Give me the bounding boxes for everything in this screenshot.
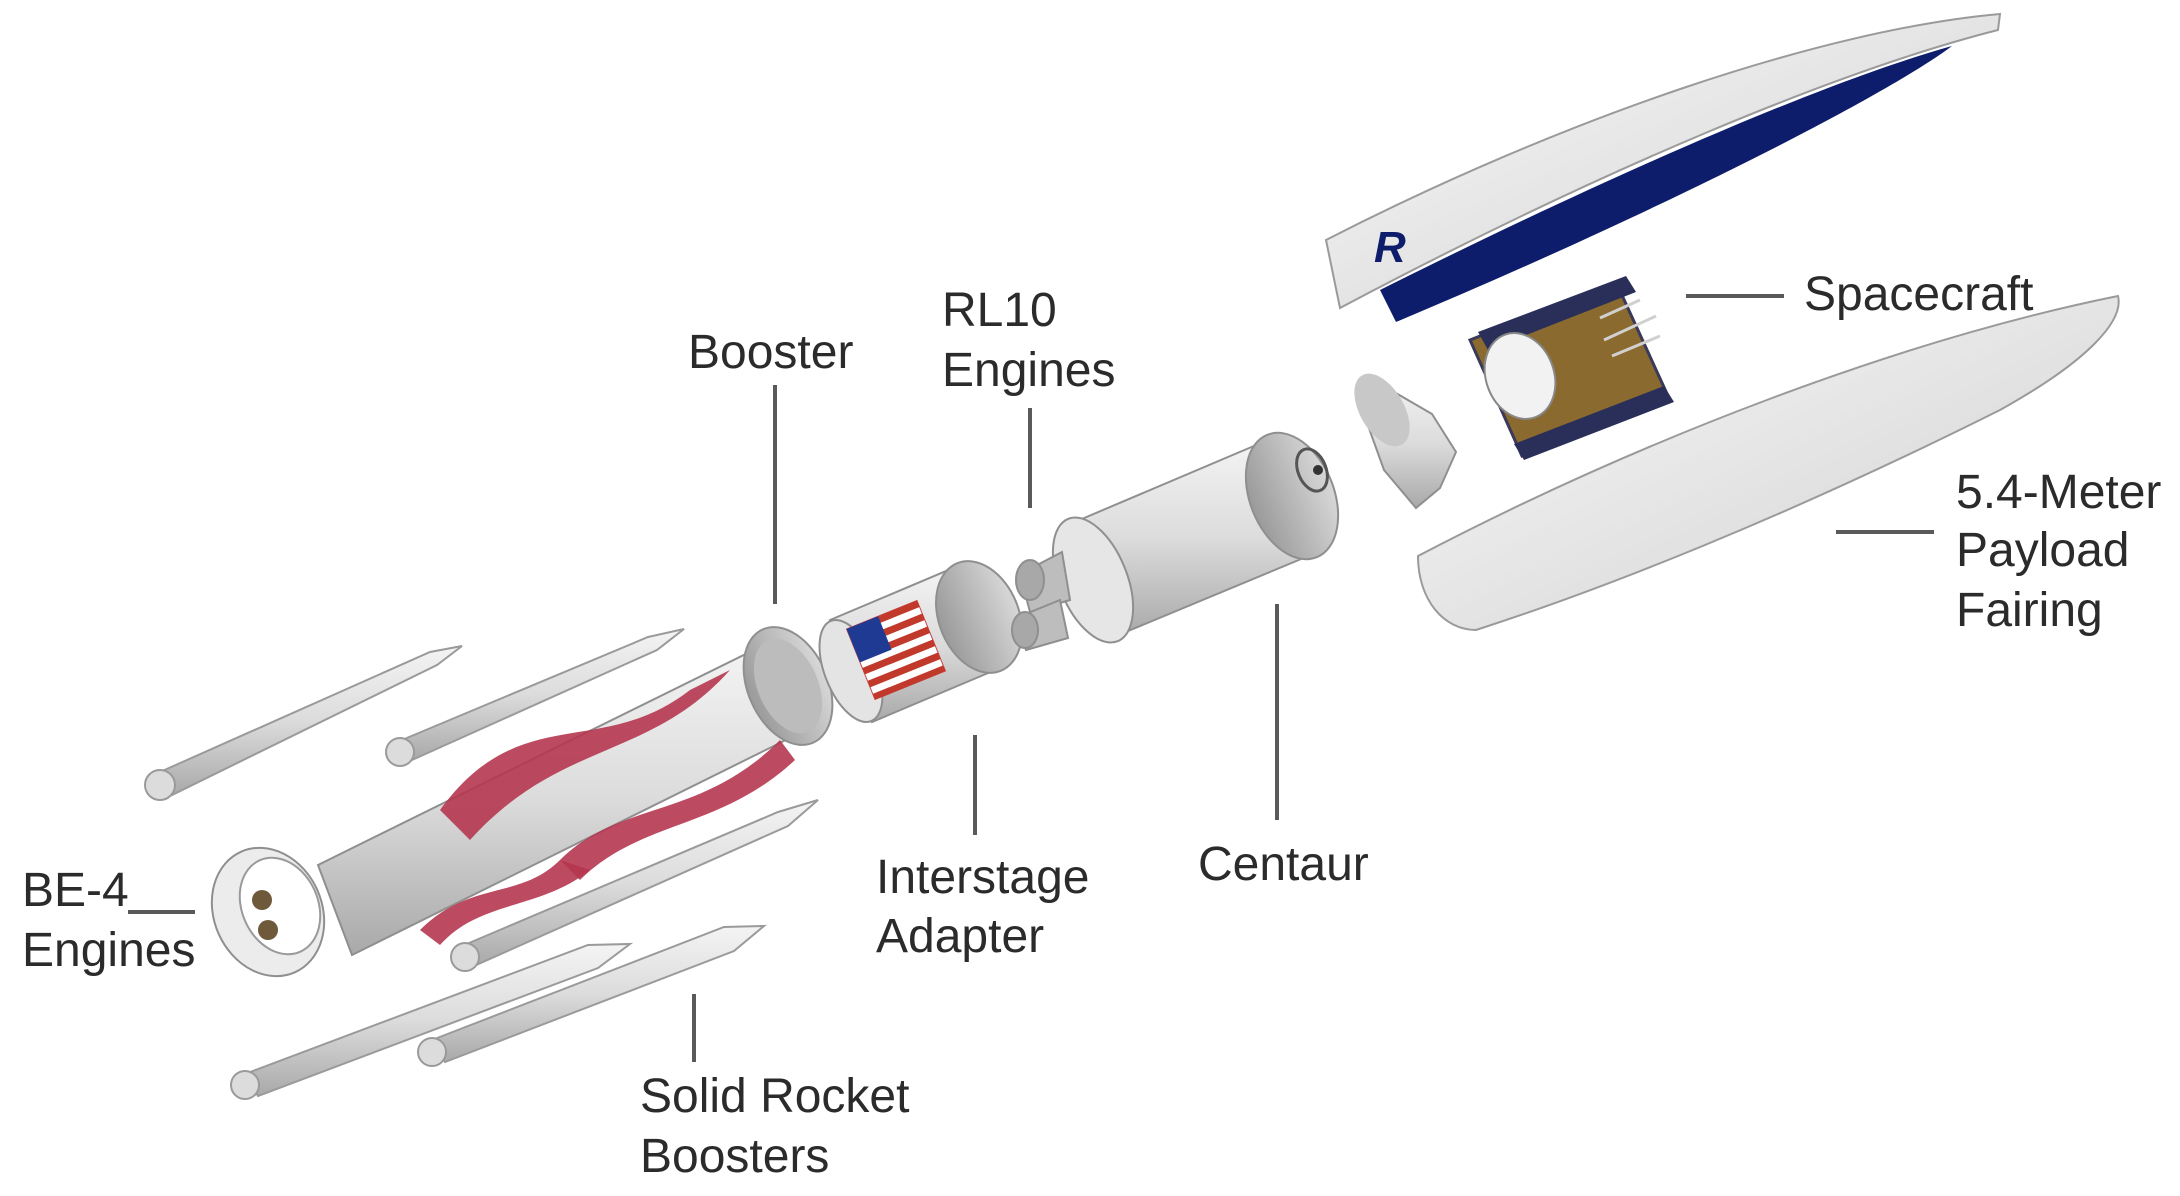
- rl10-engines: [1011, 550, 1072, 652]
- label-interstage-line2: Adapter: [876, 910, 1044, 963]
- label-spacecraft-line1: Spacecraft: [1804, 268, 2033, 321]
- us-flag-icon: [845, 599, 947, 701]
- logo-mark: R: [1374, 223, 1406, 272]
- solid-rocket-booster-lower-1: [450, 799, 819, 972]
- label-interstage-line1: Interstage: [876, 851, 1089, 904]
- fairing-lower-half: [1416, 294, 2120, 632]
- label-interstage-adapter: Interstage Adapter: [876, 851, 1089, 963]
- label-rl10-line2: Engines: [942, 344, 1115, 397]
- label-srb-line2: Boosters: [640, 1130, 829, 1183]
- fairing-upper-half: R: [1324, 12, 2002, 322]
- be4-engine-section: [210, 846, 326, 978]
- label-be4-line2: Engines: [22, 924, 195, 977]
- label-be4-engines: BE-4 Engines: [22, 864, 195, 977]
- label-centaur: Centaur: [1198, 838, 1369, 891]
- solid-rocket-booster-upper-left: [144, 645, 463, 801]
- centaur-stage: [1051, 431, 1340, 644]
- label-solid-rocket-boosters: Solid Rocket Boosters: [640, 1070, 909, 1183]
- label-centaur-line1: Centaur: [1198, 838, 1369, 891]
- booster-core: [316, 626, 834, 957]
- label-payload-fairing: 5.4-Meter Payload Fairing: [1956, 466, 2161, 637]
- label-fairing-line2: Payload: [1956, 524, 2129, 577]
- spacecraft: [1467, 276, 1674, 460]
- label-srb-line1: Solid Rocket: [640, 1070, 909, 1123]
- solid-rocket-booster-upper-right: [385, 628, 685, 767]
- label-spacecraft: Spacecraft: [1804, 268, 2033, 321]
- leader-lines: [128, 294, 1934, 1062]
- solid-rocket-booster-lower-2: [230, 942, 634, 1100]
- label-rl10-engines: RL10 Engines: [942, 284, 1115, 397]
- label-booster-line1: Booster: [688, 326, 853, 379]
- label-fairing-line3: Fairing: [1956, 584, 2103, 637]
- solid-rocket-booster-lower-3: [417, 924, 767, 1067]
- label-booster: Booster: [688, 326, 853, 379]
- interstage-adapter: [818, 560, 1023, 724]
- payload-adapter-cone: [1354, 373, 1458, 510]
- label-be4-line1: BE-4: [22, 864, 129, 917]
- label-rl10-line1: RL10: [942, 284, 1057, 337]
- label-fairing-line1: 5.4-Meter: [1956, 466, 2161, 519]
